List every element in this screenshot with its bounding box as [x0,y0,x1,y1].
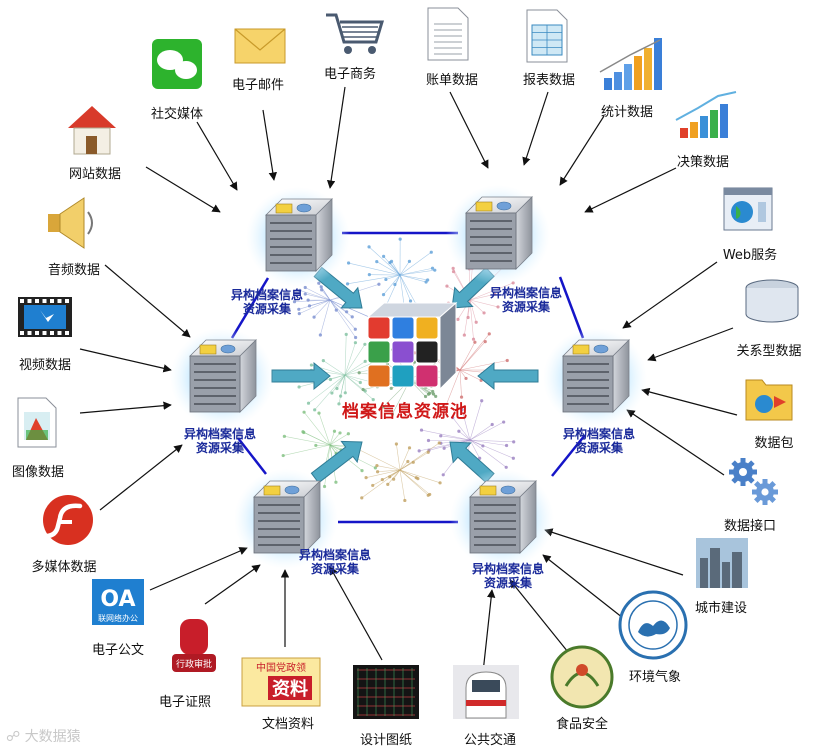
label-bill-data: 账单数据 [425,73,479,88]
label-design-drawing: 设计图纸 [359,733,413,748]
blueprint-icon [353,665,419,719]
source-arrows [79,86,738,701]
label-report-data: 报表数据 [522,73,576,88]
label-data-interface: 数据接口 [723,519,777,534]
food-safety-icon [550,645,614,709]
collection-server-icon [170,328,274,428]
label-decision-data: 决策数据 [676,155,730,170]
resource-pool-cube-icon [366,301,458,391]
label-document-material: 文档资料 [261,717,315,732]
label-audio-data: 音频数据 [47,263,101,278]
label-web-service: Web服务 [722,248,778,263]
watermark-logo-icon: ☍ [6,729,21,745]
cloud-cluster [353,441,442,503]
shopping-cart-icon [326,13,385,54]
label-email: 电子邮件 [231,78,285,93]
node-label-line-2: 资源采集 [501,300,551,314]
node-label-line-1: 异构档案信息 [298,548,372,562]
node-label-line-2: 资源采集 [195,441,245,455]
cloud-cluster [292,281,381,340]
node-label-line-1: 异构档案信息 [562,427,636,441]
web-window-icon [723,187,773,231]
label-public-transit: 公共交通 [463,733,517,748]
document-icon [427,7,469,61]
node-label-line-2: 资源采集 [310,562,360,576]
doc-cover-title: 中国党政领 [256,661,306,674]
label-e-certificate: 电子证照 [158,695,212,710]
collection-nodes [170,185,647,569]
node-label-5: 异构档案信息资源采集 [299,548,371,576]
node-label-1: 异构档案信息资源采集 [231,288,303,316]
node-label-3: 异构档案信息资源采集 [184,427,256,455]
weather-seal-icon [618,590,688,660]
label-image-data: 图像数据 [11,465,65,480]
collection-server-icon [234,469,338,569]
label-video-data: 视频数据 [18,358,72,373]
stamp-text: 行政审批 [176,658,212,670]
label-data-package: 数据包 [754,436,794,451]
node-label-line-1: 异构档案信息 [489,286,563,300]
bar-chart-icon [599,38,662,90]
center-pool-label: 档案信息资源池 [342,402,468,422]
node-label-2: 异构档案信息资源采集 [490,286,562,314]
stamp-icon: 行政审批 [172,619,216,672]
collection-server-icon [246,187,350,287]
node-label-line-1: 异构档案信息 [183,427,257,441]
film-icon [18,297,72,337]
city-icon [696,538,748,588]
wechat-icon [152,39,202,89]
label-environment-weather: 环境气象 [628,670,682,685]
chart-icon [675,91,737,138]
folder-icon [745,379,793,421]
hexagon-connection-lines [230,231,586,524]
watermark: ☍ 大数据猿 [6,726,81,746]
node-label-line-1: 异构档案信息 [230,288,304,302]
node-label-line-2: 资源采集 [242,302,292,316]
flash-icon [43,495,93,545]
collection-arrow [477,361,539,391]
node-label-line-1: 异构档案信息 [471,562,545,576]
node-label-4: 异构档案信息资源采集 [563,427,635,455]
envelope-icon [234,28,286,64]
label-relational-data: 关系型数据 [736,344,802,359]
label-ecommerce: 电子商务 [323,67,377,82]
label-website-data: 网站数据 [68,167,122,182]
node-label-line-2: 资源采集 [574,441,624,455]
label-urban-construction: 城市建设 [694,601,748,616]
label-multimedia-data: 多媒体数据 [31,560,97,575]
label-statistics-data: 统计数据 [600,105,654,120]
node-label-6: 异构档案信息资源采集 [472,562,544,590]
speaker-icon [48,197,93,249]
train-icon [453,665,519,719]
oa-badge-text: OA [100,587,135,612]
database-icon [745,279,799,323]
label-food-safety: 食品安全 [555,717,609,732]
collection-server-icon [450,469,554,569]
collection-arrow [310,440,363,484]
spreadsheet-icon [526,9,568,63]
node-label-line-2: 资源采集 [483,576,533,590]
label-e-document: 电子公文 [91,643,145,658]
label-social-media: 社交媒体 [150,107,204,122]
watermark-text: 大数据猿 [24,729,81,745]
house-icon [68,106,116,155]
collection-server-icon [446,185,550,285]
image-file-icon [17,397,57,448]
collection-server-icon [543,328,647,428]
oa-badge-subtext: 联网络办公 [98,613,138,623]
collection-arrow [271,361,331,391]
doc-cover-big-text: 资料 [272,678,308,700]
gears-icon [729,458,778,505]
